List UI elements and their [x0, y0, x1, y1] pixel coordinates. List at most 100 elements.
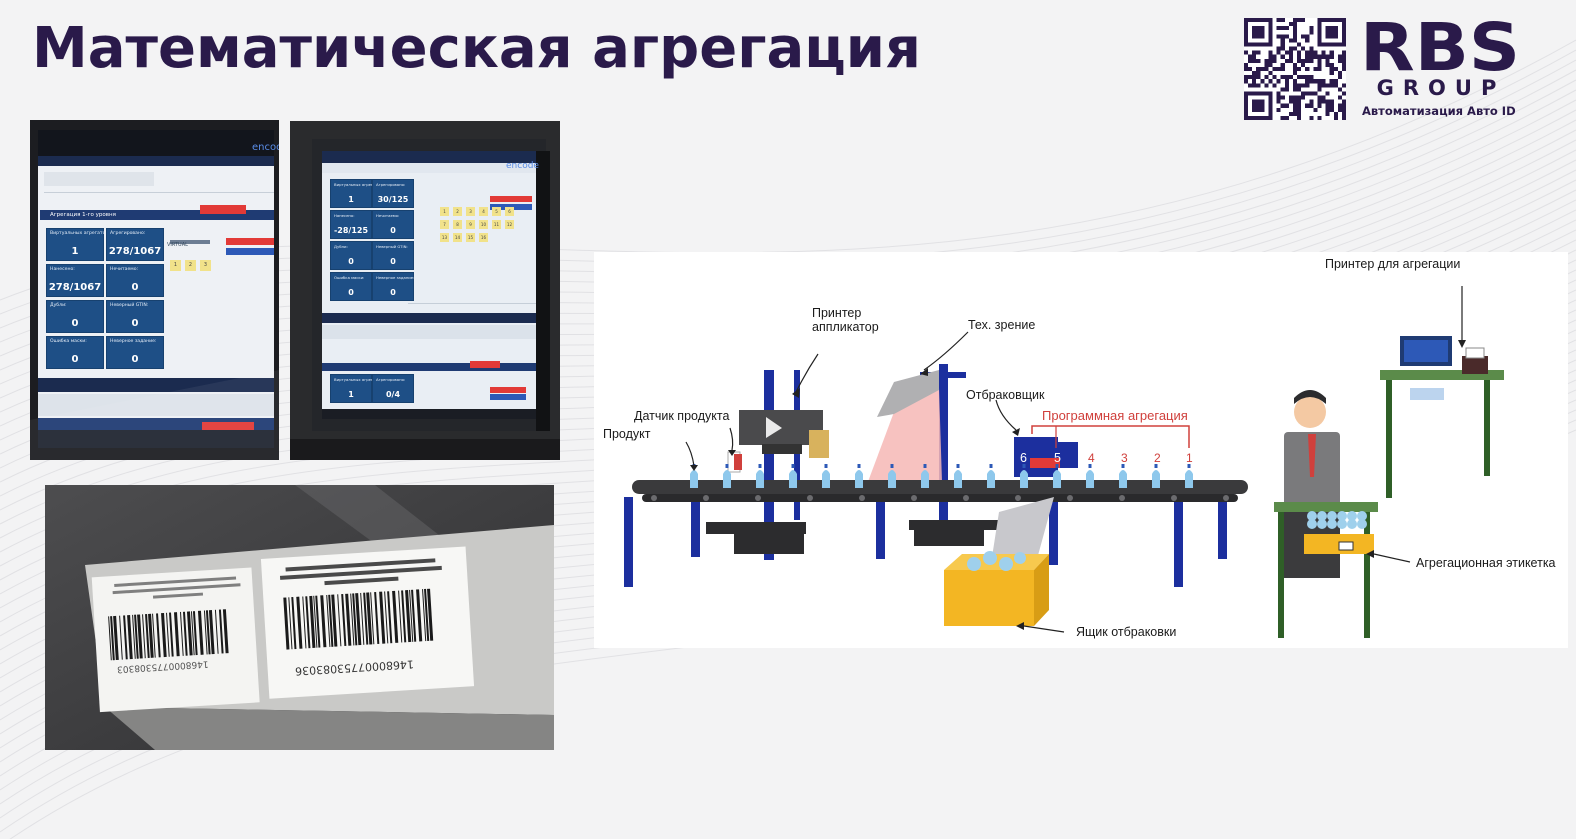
counter-tile-label: Неверное задание: [376, 275, 415, 280]
counter-tile-value: 0 [71, 354, 79, 365]
label-product-sensor: Датчик продукта [634, 409, 730, 423]
label-rejector: Отбраковщик [966, 388, 1045, 402]
counter-tile: Нечитаемо: 0 [372, 210, 414, 239]
screen2-brand: encode [506, 161, 539, 171]
aggregate-cell: 8 [453, 220, 462, 229]
counter-tile: Дубли: 0 [46, 300, 104, 333]
aggregate-cell: 3 [466, 207, 475, 216]
aggregate-cell: 11 [492, 220, 501, 229]
label-reject-box: Ящик отбраковки [1076, 625, 1177, 639]
counter-tile-label: Дубли: [50, 303, 67, 308]
counter-tile: Агрегировано: 278/1067 [106, 228, 164, 261]
label-aggregation-label: Агрегационная этикетка [1416, 556, 1556, 570]
label-vision: Тех. зрение [968, 318, 1036, 332]
photo-aggregation-labels: 1468000775308303 14680007753083036 [45, 485, 554, 750]
counter-tile: Неверный GTIN: 0 [106, 300, 164, 333]
counter-tile: Нанесено: -28/125 [330, 210, 372, 239]
counter-tile: Дубли: 0 [330, 241, 372, 270]
counter-number-4: 4 [1088, 451, 1095, 465]
counter-tile-label: Неверный GTIN: [376, 244, 408, 249]
counter-tile-label: Нанесено: [50, 267, 75, 272]
aggregate-cell: 13 [440, 233, 449, 242]
counter-tile-label: Неверное задание: [110, 339, 157, 344]
counter-tile: Нечитаемо: 0 [106, 264, 164, 297]
screen1-virtual-label: VIRTUAL [167, 242, 188, 248]
counter-tile-value: 0/4 [385, 390, 401, 399]
counter-tile-value: 1 [71, 246, 79, 257]
rbs-logo-wordmark: RBS [1360, 16, 1520, 78]
counter-tile-value: 278/1067 [108, 246, 162, 257]
aggregate-cell: 2 [185, 260, 196, 271]
counter-tile-label: Виртуальных агрегатов: [50, 231, 110, 236]
counter-tile-label: Агрегировано: [110, 231, 146, 236]
counter-tile-label: Агрегировано: [376, 377, 406, 382]
counter-tile: Агрегировано: 0/4 [372, 374, 414, 403]
counter-tile-value: -28/125 [333, 226, 369, 235]
aggregate-cell: 10 [479, 220, 488, 229]
label-aggregation-printer: Принтер для агрегации [1325, 257, 1461, 271]
counter-tile-value: 0 [71, 318, 79, 329]
counter-tile-label: Нечитаемо: [376, 213, 400, 218]
counter-tile-value: 0 [348, 288, 354, 297]
screen1-panel-title: Агрегация 1-го уровня [50, 212, 116, 218]
aggregate-cell: 2 [453, 207, 462, 216]
counter-number-6: 6 [1020, 451, 1027, 465]
counter-number-2: 2 [1154, 451, 1161, 465]
slide-title: Математическая агрегация [32, 16, 921, 81]
aggregate-cell: 12 [505, 220, 514, 229]
counter-tile-value: 0 [131, 354, 139, 365]
aggregate-cell: 5 [492, 207, 501, 216]
label-software-aggregation: Программная агрегация [1042, 408, 1188, 423]
counter-tile-label: Ошибка маски: [334, 275, 365, 280]
photo-terminal-screen-1: encode Агрегация 1-го уровня VIRTUAL Вир… [30, 120, 279, 460]
counter-tile-value: 0 [348, 257, 354, 266]
counter-tile-value: 0 [390, 257, 396, 266]
counter-tile-value: 1 [348, 195, 354, 204]
counter-tile: Ошибка маски: 0 [46, 336, 104, 369]
screen1-brand: encode [252, 142, 279, 153]
aggregate-cell: 1 [440, 207, 449, 216]
counter-tile: Неверное задание: 0 [372, 272, 414, 301]
counter-number-5: 5 [1054, 451, 1061, 465]
aggregate-cell: 16 [479, 233, 488, 242]
aggregation-line-diagram: Принтер аппликатор Тех. зрение Датчик пр… [594, 252, 1568, 648]
counter-tile-value: 0 [131, 282, 139, 293]
counter-tile-value: 1 [348, 390, 354, 399]
aggregate-cell: 14 [453, 233, 462, 242]
aggregate-cell: 9 [466, 220, 475, 229]
counter-tile: Виртуальных агрегатов: 1 [46, 228, 110, 261]
counter-tile-label: Дубли: [334, 244, 348, 249]
counter-tile-label: Ошибка маски: [50, 339, 87, 344]
aggregate-cell: 4 [479, 207, 488, 216]
counter-tile: Нанесено: 278/1067 [46, 264, 104, 297]
counter-tile-label: Нечитаемо: [110, 267, 139, 272]
label-product: Продукт [603, 427, 651, 441]
counter-tile-label: Нанесено: [334, 213, 355, 218]
counter-tile-value: 278/1067 [48, 282, 102, 293]
counter-tile-value: 0 [390, 226, 396, 235]
svg-text:RBS: RBS [1360, 16, 1520, 78]
counter-tile: Ошибка маски: 0 [330, 272, 372, 301]
counter-tile-value: 30/125 [377, 195, 409, 204]
logo-tagline: Автоматизация Авто ID [1362, 104, 1516, 118]
counter-tile: Агрегировано: 30/125 [372, 179, 414, 208]
counter-tile-label: Виртуальных агрегатов: [334, 377, 384, 382]
counter-number-1: 1 [1186, 451, 1193, 465]
counter-tile: Неверное задание: 0 [106, 336, 164, 369]
counter-number-3: 3 [1121, 451, 1128, 465]
brand-logo: RBS GROUP Автоматизация Авто ID [1244, 16, 1534, 122]
counter-tile-label: Агрегировано: [376, 182, 406, 187]
aggregate-cell: 1 [170, 260, 181, 271]
counter-tile-label: Виртуальных агрегатов: [334, 182, 384, 187]
counter-tile-value: 0 [390, 288, 396, 297]
counter-tile: Виртуальных агрегатов: 1 [330, 179, 383, 208]
aggregate-cell: 7 [440, 220, 449, 229]
counter-tile-label: Неверный GTIN: [110, 303, 149, 308]
counter-tile-value: 0 [131, 318, 139, 329]
counter-tile: Виртуальных агрегатов: 1 [330, 374, 383, 403]
counter-tile: Неверный GTIN: 0 [372, 241, 414, 270]
label-printer-applicator: Принтер аппликатор [812, 306, 879, 334]
qr-code-icon [1244, 18, 1346, 120]
aggregate-cell: 6 [505, 207, 514, 216]
